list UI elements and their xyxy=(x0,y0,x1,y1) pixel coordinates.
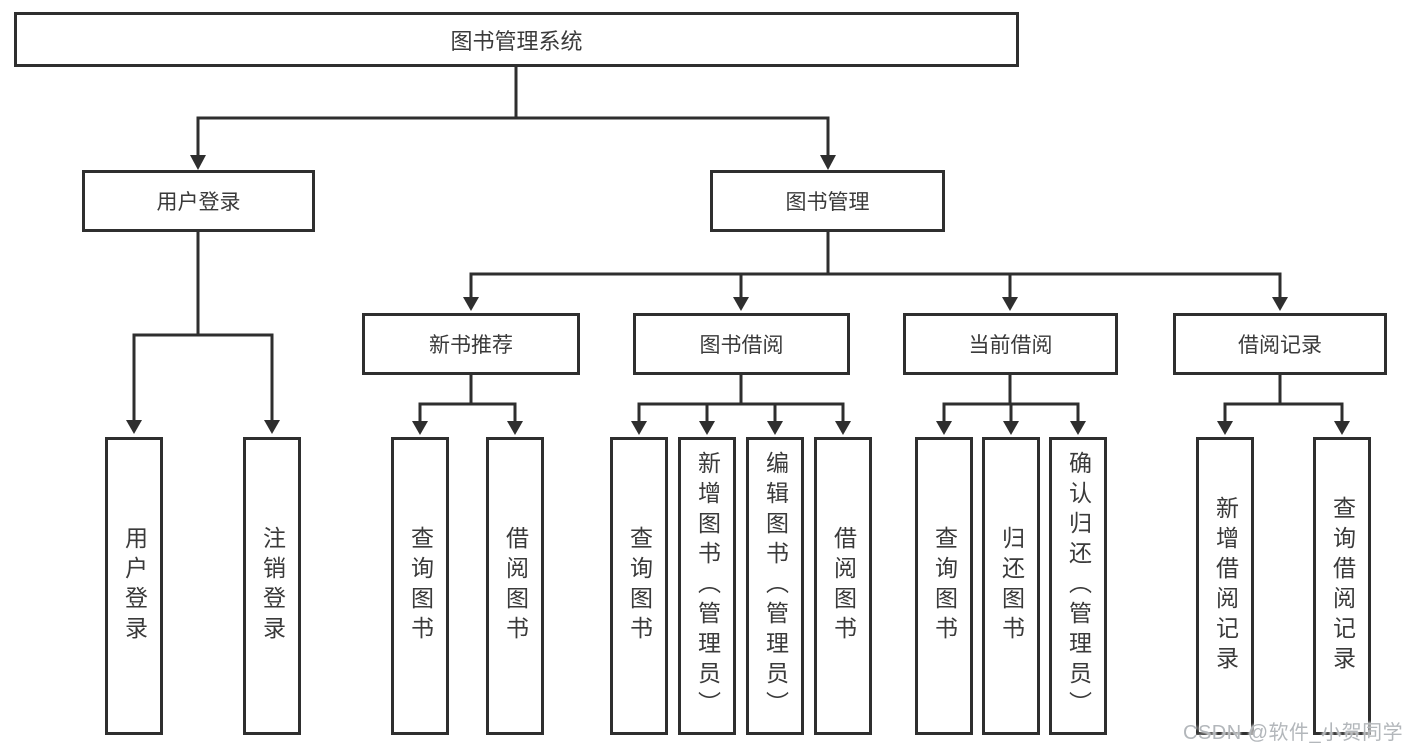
node-leaf-logout: 注销登录 xyxy=(243,437,301,735)
node-branch-book-management: 图书管理 xyxy=(710,170,945,232)
node-leaf-query-book-current: 查询图书 xyxy=(915,437,973,735)
node-leaf-query-borrow-record: 查询借阅记录 xyxy=(1313,437,1371,735)
node-module-new-book-recommend: 新书推荐 xyxy=(362,313,580,375)
node-leaf-add-book-admin: 新增图书（管理员） xyxy=(678,437,736,735)
node-module-current-borrow: 当前借阅 xyxy=(903,313,1118,375)
node-root-system: 图书管理系统 xyxy=(14,12,1019,67)
watermark: CSDN @软件_小贺同学 xyxy=(1183,722,1404,744)
node-leaf-query-book-recommend: 查询图书 xyxy=(391,437,449,735)
node-leaf-user-login: 用户登录 xyxy=(105,437,163,735)
node-leaf-confirm-return-admin: 确认归还（管理员） xyxy=(1049,437,1107,735)
node-leaf-borrow-book: 借阅图书 xyxy=(814,437,872,735)
node-leaf-add-borrow-record: 新增借阅记录 xyxy=(1196,437,1254,735)
node-module-borrow-record: 借阅记录 xyxy=(1173,313,1387,375)
node-leaf-return-book: 归还图书 xyxy=(982,437,1040,735)
node-module-book-borrow: 图书借阅 xyxy=(633,313,850,375)
node-leaf-query-book-borrow: 查询图书 xyxy=(610,437,668,735)
node-leaf-edit-book-admin: 编辑图书（管理员） xyxy=(746,437,804,735)
node-leaf-borrow-book-recommend: 借阅图书 xyxy=(486,437,544,735)
node-branch-user-login: 用户登录 xyxy=(82,170,315,232)
